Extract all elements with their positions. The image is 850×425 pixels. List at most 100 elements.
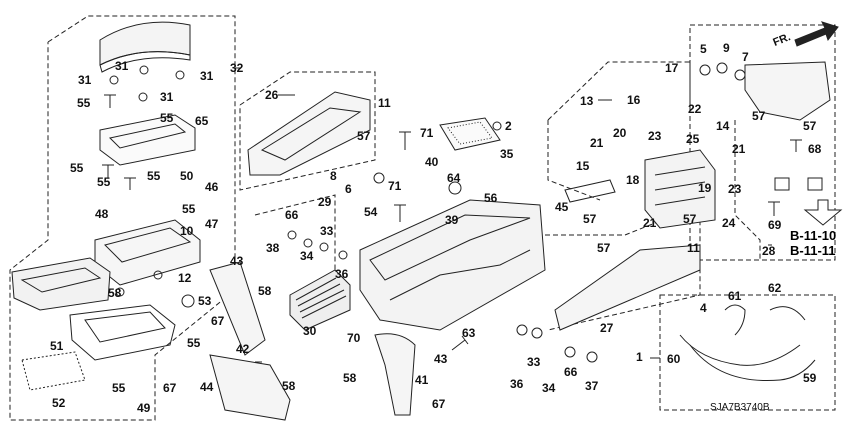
callout-41: 41: [415, 373, 429, 387]
callout-10: 10: [180, 224, 194, 238]
callout-21: 21: [590, 136, 604, 150]
callout-57: 57: [683, 212, 697, 226]
callout-17: 17: [665, 61, 679, 75]
callout-27: 27: [600, 321, 614, 335]
callout-29: 29: [318, 195, 332, 209]
callout-55: 55: [147, 169, 161, 183]
callout-55: 55: [77, 96, 91, 110]
callout-24: 24: [722, 216, 736, 230]
callout-49: 49: [137, 401, 151, 415]
callout-28: 28: [762, 244, 776, 258]
callout-33: 33: [320, 224, 334, 238]
diagram-code: SJA7B3740B: [710, 402, 770, 413]
callout-11: 11: [378, 96, 391, 110]
ref-b-11-10[interactable]: B-11-10: [790, 228, 837, 243]
callout-20: 20: [613, 126, 627, 140]
callout-30: 30: [303, 324, 317, 338]
callout-7: 7: [742, 50, 749, 64]
callout-58: 58: [108, 286, 122, 300]
callout-6: 6: [345, 182, 352, 196]
callout-34: 34: [542, 381, 556, 395]
callout-42: 42: [236, 342, 250, 356]
callout-8: 8: [330, 169, 337, 183]
callout-13: 13: [580, 94, 594, 108]
callout-9: 9: [723, 41, 730, 55]
callout-39: 39: [445, 213, 459, 227]
callout-58: 58: [343, 371, 357, 385]
callout-31: 31: [115, 59, 129, 73]
callout-36: 36: [510, 377, 524, 391]
callout-65: 65: [195, 114, 209, 128]
callout-67: 67: [432, 397, 446, 411]
callout-14: 14: [716, 119, 730, 133]
callout-55: 55: [187, 336, 201, 350]
callout-57: 57: [803, 119, 817, 133]
callout-66: 66: [564, 365, 578, 379]
callout-23: 23: [728, 182, 742, 196]
callout-35: 35: [500, 147, 514, 161]
callout-46: 46: [205, 180, 219, 194]
callout-57: 57: [357, 129, 371, 143]
callout-31: 31: [200, 69, 214, 83]
callout-67: 67: [211, 314, 225, 328]
callout-2: 2: [505, 119, 512, 133]
callout-25: 25: [686, 132, 700, 146]
callout-32: 32: [230, 61, 244, 75]
callout-48: 48: [95, 207, 109, 221]
callout-36: 36: [335, 267, 349, 281]
callout-34: 34: [300, 249, 314, 263]
callout-58: 58: [282, 379, 296, 393]
callout-51: 51: [50, 339, 64, 353]
callout-66: 66: [285, 208, 299, 222]
callout-47: 47: [205, 217, 219, 231]
callout-11: 11: [687, 241, 700, 255]
callout-57: 57: [583, 212, 597, 226]
callout-63: 63: [462, 326, 476, 340]
ref-b-11-11[interactable]: B-11-11: [790, 243, 836, 258]
callout-57: 57: [752, 109, 766, 123]
callout-15: 15: [576, 159, 590, 173]
callout-67: 67: [163, 381, 177, 395]
callout-50: 50: [180, 169, 194, 183]
callout-45: 45: [555, 200, 569, 214]
callout-43: 43: [434, 352, 448, 366]
callout-55: 55: [70, 161, 84, 175]
callout-44: 44: [200, 380, 214, 394]
callout-21: 21: [732, 142, 746, 156]
callout-1: 1: [636, 350, 643, 364]
callout-71: 71: [420, 126, 434, 140]
callout-69: 69: [768, 218, 782, 232]
callout-18: 18: [626, 173, 640, 187]
callout-43: 43: [230, 254, 244, 268]
callout-4: 4: [700, 301, 707, 315]
callout-58: 58: [258, 284, 272, 298]
callout-70: 70: [347, 331, 361, 345]
callout-40: 40: [425, 155, 439, 169]
callout-33: 33: [527, 355, 541, 369]
callout-26: 26: [265, 88, 279, 102]
callout-38: 38: [266, 241, 280, 255]
callout-64: 64: [447, 171, 461, 185]
callout-12: 12: [178, 271, 192, 285]
callout-21: 21: [643, 216, 657, 230]
callout-55: 55: [160, 111, 174, 125]
callout-60: 60: [667, 352, 681, 366]
callout-59: 59: [803, 371, 817, 385]
callout-57: 57: [597, 241, 611, 255]
callout-16: 16: [627, 93, 641, 107]
callout-37: 37: [585, 379, 599, 393]
callout-56: 56: [484, 191, 498, 205]
callout-68: 68: [808, 142, 822, 156]
callout-61: 61: [728, 289, 742, 303]
callout-62: 62: [768, 281, 782, 295]
callout-71: 71: [388, 179, 402, 193]
callout-31: 31: [78, 73, 92, 87]
callout-55: 55: [112, 381, 126, 395]
callout-5: 5: [700, 42, 707, 56]
callout-55: 55: [182, 202, 196, 216]
callout-55: 55: [97, 175, 111, 189]
callout-52: 52: [52, 396, 66, 410]
callout-23: 23: [648, 129, 662, 143]
